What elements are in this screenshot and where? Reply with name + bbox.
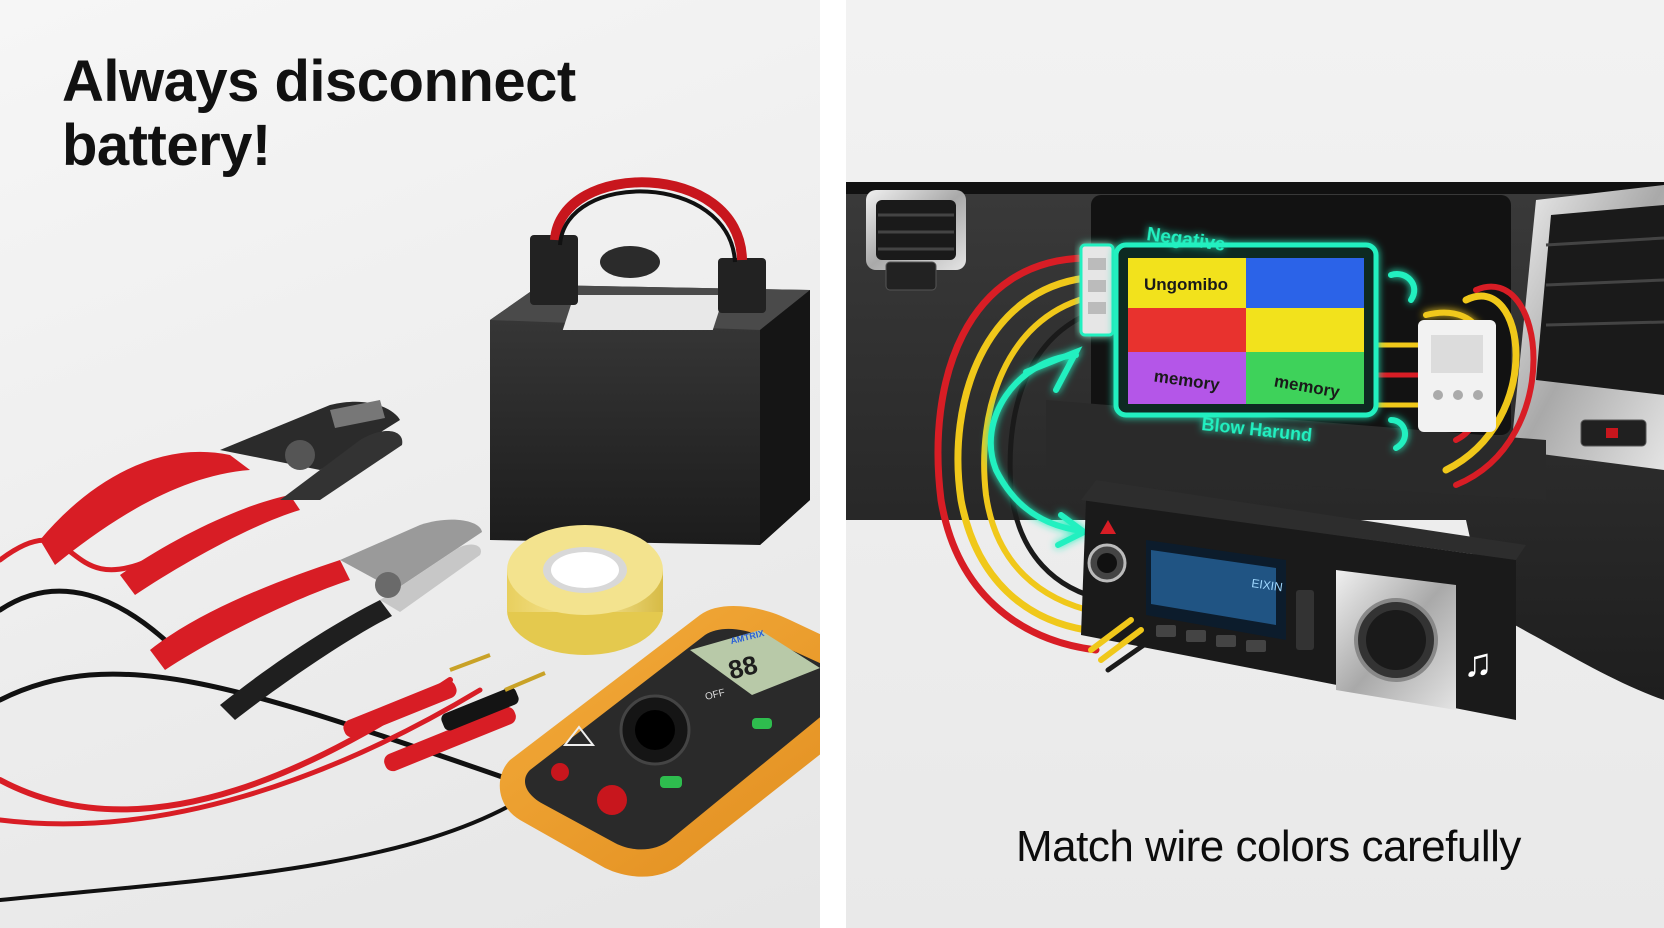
diagram-cell-4 [1246,308,1364,352]
right-caption: Match wire colors carefully [1016,822,1521,871]
pliers-large [40,400,403,595]
wiring-diagram-overlay: Ungomibo memory memory Negative Blow Har… [1113,224,1379,446]
diagram-cell-1-text: Ungomibo [1144,275,1228,294]
stereo-wires [1088,617,1154,673]
glow-arrows [987,271,1418,548]
dashboard-illustration: Ungomibo memory memory Negative Blow Har… [846,182,1664,720]
tools-illustration: 88 AMTRIX OFF [0,177,820,902]
diagram-cell-1 [1128,258,1246,308]
diagram-cell-3 [1128,308,1246,352]
multimeter-dial-label: OFF [704,687,726,703]
multimeter-probes [343,653,546,772]
car-battery [490,177,810,545]
diagram-cell-6 [1246,352,1364,404]
electrical-tape-roll [507,525,663,655]
left-panel-tools: 88 AMTRIX OFF Always disconnect battery! [0,0,820,928]
multimeter-display-reading: 88 [725,649,760,685]
multimeter: 88 AMTRIX OFF [499,605,820,877]
panel-divider [820,0,846,928]
stereo-screen-text: EIXIN [1251,576,1284,594]
harness-connector-right [1418,320,1496,432]
car-stereo: EIXIN ♫ [1081,480,1526,720]
diagram-cell-2 [1246,258,1364,308]
left-caption: Always disconnect battery! [62,49,576,178]
pliers-small [150,519,482,720]
harness-connector-left [1079,243,1115,337]
music-note-icon: ♫ [1463,641,1493,685]
right-panel-dashboard: Ungomibo memory memory Negative Blow Har… [846,0,1664,928]
diagram-cell-5 [1128,352,1246,404]
